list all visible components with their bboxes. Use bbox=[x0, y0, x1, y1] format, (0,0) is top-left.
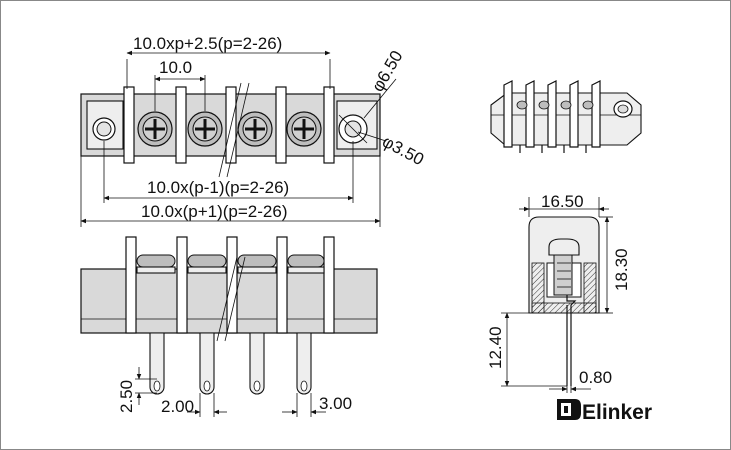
dim-pin-gap: 3.00 bbox=[319, 394, 352, 413]
dim-pitch: 10.0 bbox=[159, 58, 192, 77]
left-mount-hole bbox=[92, 117, 116, 141]
brand-logo: Elinker bbox=[557, 399, 652, 424]
screw-icon bbox=[237, 111, 273, 147]
front-barriers bbox=[125, 236, 335, 334]
top-view: 10.0xp+2.5(p=2-26) 10.0 φ6.50 φ3.50 10.0… bbox=[80, 34, 427, 227]
dim-hole-span: 10.0x(p-1)(p=2-26) bbox=[147, 178, 289, 197]
dim-body-length: 10.0x(p+1)(p=2-26) bbox=[141, 202, 287, 221]
iso-pins bbox=[519, 145, 587, 153]
dim-mount-hole-inner: φ3.50 bbox=[379, 132, 427, 169]
dim-mount-hole-outer: φ6.50 bbox=[368, 47, 407, 95]
dim-side-width: 16.50 bbox=[541, 192, 584, 211]
front-screw-tops bbox=[136, 254, 325, 274]
right-mount-hole bbox=[338, 114, 368, 144]
screw-heads bbox=[137, 111, 322, 147]
solder-pins bbox=[149, 332, 312, 395]
dim-pin-length: 12.40 bbox=[486, 326, 505, 369]
break-marks bbox=[218, 82, 250, 178]
iso-screws bbox=[516, 100, 594, 110]
elinker-logo-icon bbox=[557, 399, 581, 420]
isometric-view bbox=[490, 80, 642, 153]
side-view: 16.50 18.30 12.40 0.80 bbox=[486, 192, 631, 393]
screw-icon bbox=[137, 111, 173, 147]
dim-pin-width: 2.00 bbox=[161, 397, 194, 416]
dim-overall-width: 10.0xp+2.5(p=2-26) bbox=[133, 34, 282, 53]
screw-icon bbox=[286, 111, 322, 147]
brand-name: Elinker bbox=[582, 401, 652, 424]
dim-side-height: 18.30 bbox=[612, 248, 631, 291]
screw-icon bbox=[187, 111, 223, 147]
front-view: 2.50 2.00 3.00 bbox=[80, 236, 378, 417]
dim-pin-thickness: 0.80 bbox=[579, 368, 612, 387]
front-break-marks bbox=[216, 256, 246, 342]
dim-pin-slot: 2.50 bbox=[117, 380, 136, 413]
iso-barriers bbox=[503, 80, 601, 148]
